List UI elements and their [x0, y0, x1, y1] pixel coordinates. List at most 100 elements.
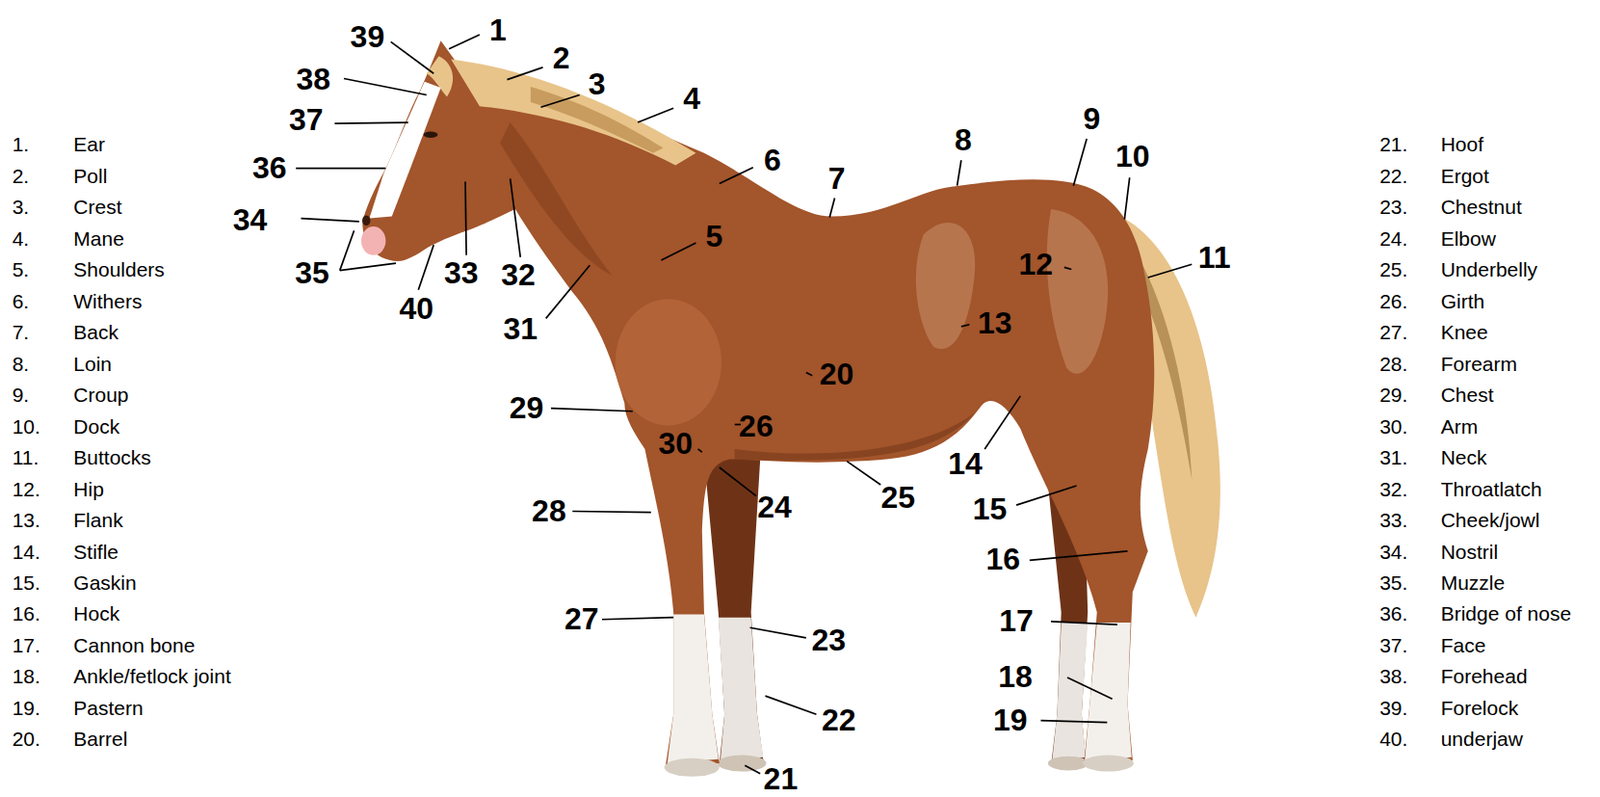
- leader-line: [719, 167, 754, 184]
- part-name: Nostril: [1441, 540, 1499, 563]
- part-name: Forearm: [1441, 352, 1518, 375]
- list-number: 31.: [1379, 446, 1408, 470]
- part-name: Croup: [73, 384, 129, 407]
- leader-line: [418, 244, 434, 290]
- callout-number: 18: [997, 660, 1033, 695]
- list-number: 18.: [12, 665, 41, 688]
- leader-line: [340, 262, 396, 270]
- leader-line: [510, 178, 522, 258]
- callout-number: 32: [500, 258, 536, 292]
- part-name: Underbelly: [1441, 259, 1538, 282]
- list-number: 9.: [12, 384, 30, 407]
- leader-line: [806, 371, 813, 375]
- callout-number: 39: [350, 21, 386, 55]
- list-number: 35.: [1379, 571, 1408, 594]
- part-name: Cheek/jowl: [1441, 508, 1541, 531]
- callout-number: 10: [1115, 140, 1151, 175]
- callout-number: 12: [1018, 248, 1053, 283]
- shoulder-patch: [615, 298, 722, 425]
- part-name: Chest: [1441, 384, 1495, 407]
- callout-number: 34: [233, 203, 268, 237]
- part-name: Poll: [73, 164, 107, 187]
- hip-patch: [1047, 209, 1108, 374]
- leader-line: [391, 41, 434, 74]
- callout-number: 33: [444, 256, 479, 290]
- callout-number: 26: [738, 409, 774, 444]
- leader-line: [719, 467, 757, 497]
- list-number: 12.: [12, 477, 41, 500]
- leader-line: [1040, 720, 1107, 723]
- callout-number: 16: [986, 542, 1022, 577]
- part-name: Flank: [73, 508, 123, 531]
- list-number: 23.: [1379, 196, 1408, 219]
- leader-line: [660, 242, 696, 261]
- list-number: 8.: [12, 352, 30, 375]
- neck-shade: [499, 122, 613, 276]
- part-name: Throatlatch: [1441, 477, 1543, 500]
- list-number: 16.: [12, 603, 41, 626]
- leader-line: [1067, 677, 1113, 699]
- callout-number: 36: [252, 151, 288, 185]
- leader-line: [1064, 266, 1072, 269]
- part-name: Hock: [73, 603, 120, 626]
- leader-line: [1073, 138, 1087, 186]
- list-number: 33.: [1379, 508, 1408, 531]
- callout-number: 40: [398, 291, 434, 326]
- part-name: Hoof: [1441, 133, 1484, 157]
- callout-number: 27: [564, 602, 600, 636]
- callout-number: 8: [954, 124, 972, 158]
- leader-line: [750, 627, 807, 638]
- list-number: 5.: [12, 259, 30, 282]
- list-number: 37.: [1379, 633, 1408, 656]
- list-number: 21.: [1379, 133, 1408, 157]
- leader-line: [340, 230, 355, 270]
- part-name: Crest: [73, 196, 122, 219]
- far-foreleg-sock: [718, 617, 764, 761]
- callout-number: 19: [993, 703, 1028, 737]
- list-number: 27.: [1379, 321, 1408, 344]
- part-name: Ankle/fetlock joint: [73, 665, 231, 688]
- callout-number: 13: [977, 306, 1013, 341]
- leader-line: [984, 395, 1021, 449]
- callout-number: 23: [811, 624, 846, 658]
- leader-line: [572, 511, 652, 513]
- list-number: 15.: [12, 571, 41, 594]
- nostril: [362, 214, 370, 226]
- mane: [450, 58, 696, 165]
- part-name: Cannon bone: [73, 633, 195, 656]
- leader-lines: [295, 34, 1192, 774]
- list-number: 26.: [1379, 289, 1408, 313]
- callout-number: 3: [588, 67, 606, 102]
- callout-number: 20: [819, 357, 855, 392]
- callout-number: 1: [489, 13, 507, 48]
- callout-number: 5: [706, 219, 724, 254]
- leader-line: [602, 617, 674, 620]
- part-name: Pastern: [73, 696, 143, 719]
- eye: [423, 131, 439, 138]
- list-number: 28.: [1379, 352, 1408, 375]
- list-number: 11.: [12, 446, 40, 470]
- leader-line: [637, 107, 674, 123]
- callout-number: 31: [502, 313, 538, 347]
- list-number: 36.: [1379, 603, 1408, 626]
- part-name: Buttocks: [73, 446, 152, 470]
- callout-number: 25: [880, 480, 916, 515]
- part-name: Barrel: [73, 728, 128, 751]
- part-name: Stifle: [73, 540, 119, 563]
- part-name: Knee: [1441, 321, 1489, 344]
- list-number: 1.: [12, 133, 30, 157]
- callout-number: 35: [294, 256, 330, 290]
- callout-number: 14: [947, 446, 983, 481]
- part-name: Hip: [73, 477, 105, 500]
- part-name: Elbow: [1441, 227, 1496, 250]
- part-name: Bridge of nose: [1441, 603, 1572, 626]
- callout-number: 6: [763, 144, 782, 179]
- part-name: Forehead: [1441, 665, 1528, 688]
- callout-number: 2: [552, 42, 571, 77]
- part-name: underjaw: [1441, 728, 1523, 751]
- part-name: Chestnut: [1441, 196, 1522, 219]
- list-number: 6.: [12, 289, 30, 313]
- callout-number: 4: [682, 81, 701, 116]
- list-number: 14.: [12, 540, 41, 563]
